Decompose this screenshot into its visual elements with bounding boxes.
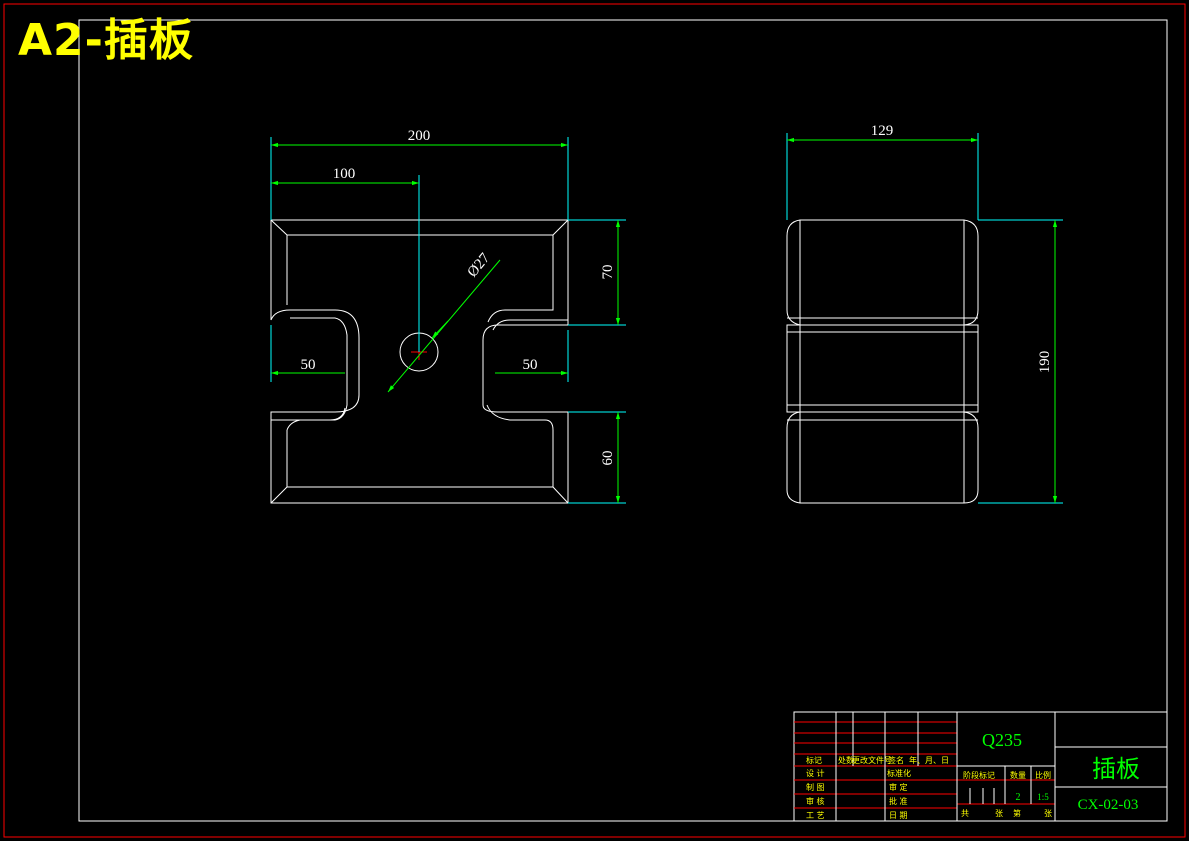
inner-frame bbox=[78, 19, 1168, 822]
label-standardize: 标准化 bbox=[887, 768, 911, 778]
side-dimension-lines bbox=[787, 137, 1058, 503]
label-sheets-b: 张 bbox=[1044, 809, 1052, 818]
part-name-text: 插板 bbox=[1092, 755, 1140, 783]
label-design: 设 计 bbox=[806, 768, 825, 778]
quantity-text: 2 bbox=[1016, 792, 1021, 803]
label-day: 日 期 bbox=[889, 811, 908, 820]
side-lower-outline bbox=[786, 411, 979, 504]
label-process: 工 艺 bbox=[806, 811, 825, 820]
dim-side-height: 190 bbox=[1037, 351, 1053, 374]
label-count: 处数 bbox=[838, 755, 854, 765]
label-mark: 标记 bbox=[806, 755, 822, 765]
dim-overall-width: 200 bbox=[408, 128, 431, 144]
scale-text: 1:5 bbox=[1037, 792, 1049, 802]
dim-right-slot: 50 bbox=[523, 357, 538, 373]
front-view bbox=[270, 219, 569, 504]
outer-border bbox=[3, 3, 1186, 838]
front-dimension-lines bbox=[271, 142, 621, 503]
label-checking: 审 核 bbox=[806, 796, 825, 806]
dim-center-offset: 100 bbox=[333, 166, 356, 182]
dim-left-slot: 50 bbox=[301, 357, 316, 373]
label-change-doc: 更改文件号 bbox=[852, 755, 892, 765]
dim-side-width: 129 bbox=[871, 123, 894, 139]
label-drafting: 制 图 bbox=[806, 782, 825, 792]
material-text: Q235 bbox=[982, 730, 1022, 750]
dim-bottom-height: 60 bbox=[600, 451, 616, 466]
dim-hole-diameter: Ø27 bbox=[465, 250, 494, 280]
front-inner-outline bbox=[270, 219, 569, 504]
label-approve: 批 准 bbox=[889, 796, 908, 806]
side-view bbox=[786, 219, 979, 504]
sheet-title: A2-插板 bbox=[18, 15, 194, 66]
label-total: 共 bbox=[961, 809, 969, 818]
label-date: 年、月、日 bbox=[909, 755, 949, 765]
label-page: 第 bbox=[1013, 808, 1021, 818]
front-outline bbox=[270, 219, 569, 504]
label-stage-mark: 阶段标记 bbox=[963, 770, 995, 780]
label-sheets-a: 张 bbox=[995, 809, 1003, 818]
dim-top-height: 70 bbox=[600, 265, 616, 280]
label-ratio: 比例 bbox=[1035, 770, 1051, 780]
drawing-number-text: CX-02-03 bbox=[1078, 797, 1139, 813]
side-outline bbox=[786, 219, 979, 326]
label-signature: 签名 bbox=[888, 755, 904, 765]
side-extension-lines bbox=[786, 133, 1063, 504]
label-weight: 数量 bbox=[1010, 770, 1026, 780]
title-block: Q235 插板 CX-02-03 2 1:5 标记 处数 更改文件号 签名 年、… bbox=[793, 711, 1168, 822]
label-review: 审 定 bbox=[889, 782, 908, 792]
